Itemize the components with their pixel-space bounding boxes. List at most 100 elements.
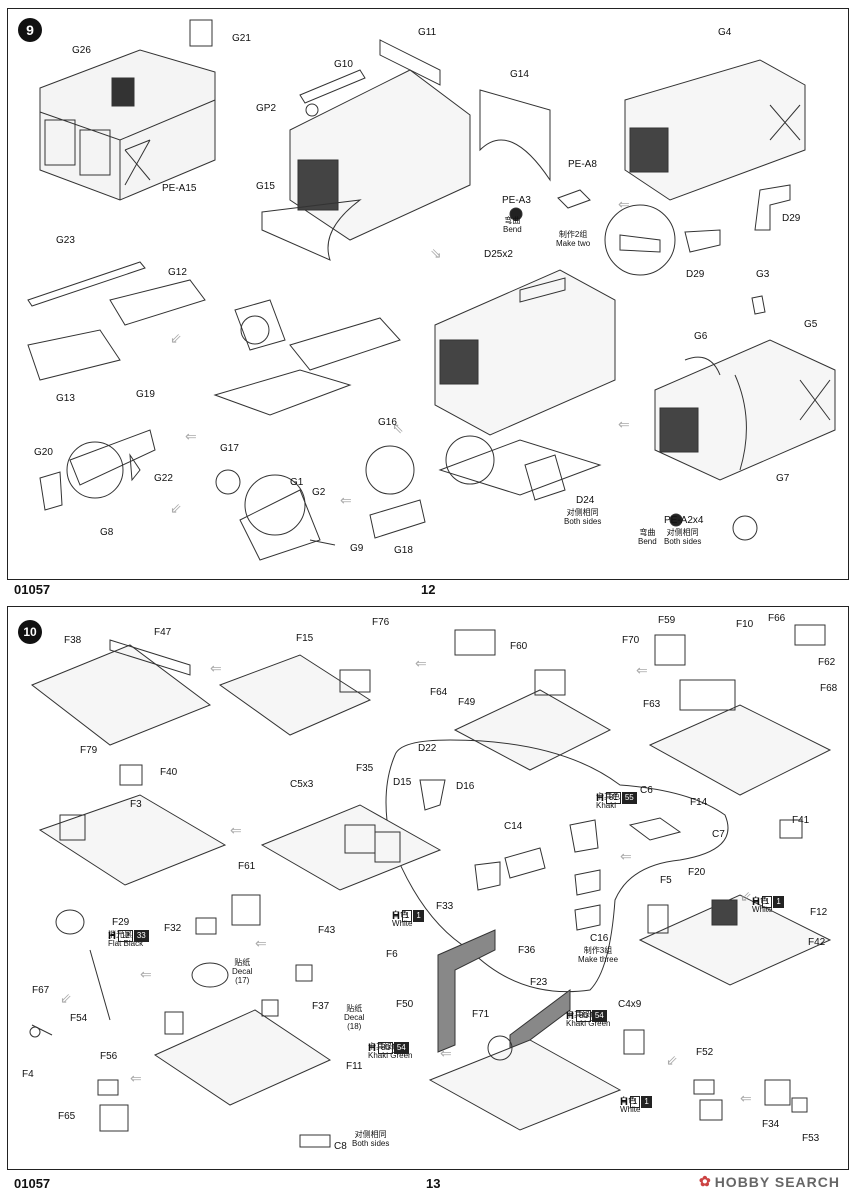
part-label: G23 — [56, 235, 75, 246]
part-label: C4x9 — [618, 999, 642, 1010]
part-label: GP2 — [256, 103, 277, 114]
part-label: D25x2 — [484, 249, 513, 260]
part-label: G1 — [290, 477, 304, 488]
part-label: G2 — [312, 487, 326, 498]
part-label: PE-A3 — [502, 195, 531, 206]
part-label: PE-A8 — [568, 159, 597, 170]
part-label: D29 — [782, 213, 801, 224]
part-label: F66 — [768, 613, 786, 624]
arrow-icon: ⇙ — [170, 500, 182, 516]
part-label: D15 — [393, 777, 412, 788]
part-label: F49 — [458, 697, 476, 708]
part-label: F36 — [518, 945, 536, 956]
part-label: G11 — [418, 27, 437, 38]
part-label: C8 — [334, 1141, 347, 1152]
step-9-drawing — [27, 19, 836, 561]
part-label: G15 — [256, 181, 275, 192]
part-label: F4 — [22, 1069, 34, 1080]
part-label: F35 — [356, 763, 374, 774]
part-label: PE-A2x4 — [664, 515, 704, 526]
part-label: F11 — [346, 1061, 363, 1072]
part-label: F50 — [396, 999, 414, 1010]
part-label: F14 — [690, 797, 708, 808]
part-label: F54 — [70, 1013, 88, 1024]
arrow-icon: ⇐ — [620, 848, 632, 864]
part-label: C6 — [640, 785, 653, 796]
part-label: D22 — [418, 743, 437, 754]
part-label: G4 — [718, 27, 732, 38]
part-label: G20 — [34, 447, 53, 458]
arrow-icon: ⇙ — [740, 888, 752, 904]
arrow-icon: ⇙ — [60, 990, 72, 1006]
step-9-frame — [7, 8, 849, 580]
part-label: G6 — [694, 331, 708, 342]
page-number: 12 — [421, 582, 436, 597]
part-label: F5 — [660, 875, 672, 886]
step-10-drawing — [29, 624, 832, 1148]
part-label: F47 — [154, 627, 172, 638]
part-label: G8 — [100, 527, 114, 538]
arrow-icon: ⇐ — [255, 935, 267, 951]
part-label: F71 — [472, 1009, 490, 1020]
hobby-search-logo-icon: ✿ — [698, 1173, 711, 1189]
part-label: F62 — [818, 657, 836, 668]
part-label: F32 — [164, 923, 182, 934]
part-label: F63 — [643, 699, 661, 710]
part-label: F60 — [510, 641, 528, 652]
arrow-icon: ⇐ — [618, 196, 630, 212]
part-label: F3 — [130, 799, 142, 810]
part-label: F42 — [808, 937, 826, 948]
arrow-icon: ⇐ — [140, 966, 152, 982]
part-label: F37 — [312, 1001, 330, 1012]
part-label: F59 — [658, 615, 676, 626]
part-label: C14 — [504, 821, 523, 832]
arrow-icon: ⇖ — [392, 420, 404, 436]
part-label: F40 — [160, 767, 178, 778]
part-label: F10 — [736, 619, 754, 630]
watermark: ✿ HOBBY SEARCH — [698, 1173, 840, 1190]
arrow-icon: ⇐ — [636, 662, 648, 678]
part-label: F20 — [688, 867, 706, 878]
part-label: G18 — [394, 545, 413, 556]
arrow-icon: ⇐ — [440, 1045, 452, 1061]
part-label: F6 — [386, 949, 398, 960]
part-label: C16 — [590, 933, 609, 944]
step-9-badge: 9 — [18, 18, 42, 42]
page-code: 01057 — [14, 1176, 51, 1191]
step-10-frame — [7, 606, 849, 1170]
part-label: F43 — [318, 925, 336, 936]
step-9-page: 9 — [7, 8, 849, 597]
part-label: F56 — [100, 1051, 118, 1062]
part-label: F79 — [80, 745, 98, 756]
arrow-icon: ⇙ — [170, 330, 182, 346]
part-label: D29 — [686, 269, 705, 280]
part-label: F67 — [32, 985, 50, 996]
part-label: G22 — [154, 473, 173, 484]
arrow-icon: ⇘ — [430, 245, 442, 261]
part-label: F64 — [430, 687, 448, 698]
part-label: D16 — [456, 781, 475, 792]
arrow-icon: ⇐ — [210, 660, 222, 676]
arrow-icon: ⇐ — [230, 822, 242, 838]
part-label: F70 — [622, 635, 640, 646]
part-label: G13 — [56, 393, 75, 404]
part-label: F29 — [112, 917, 130, 928]
step-10-badge: 10 — [18, 620, 42, 644]
part-label: G12 — [168, 267, 187, 278]
arrow-icon: ⇐ — [130, 1070, 142, 1086]
part-label: F15 — [296, 633, 314, 644]
part-label: F23 — [530, 977, 548, 988]
